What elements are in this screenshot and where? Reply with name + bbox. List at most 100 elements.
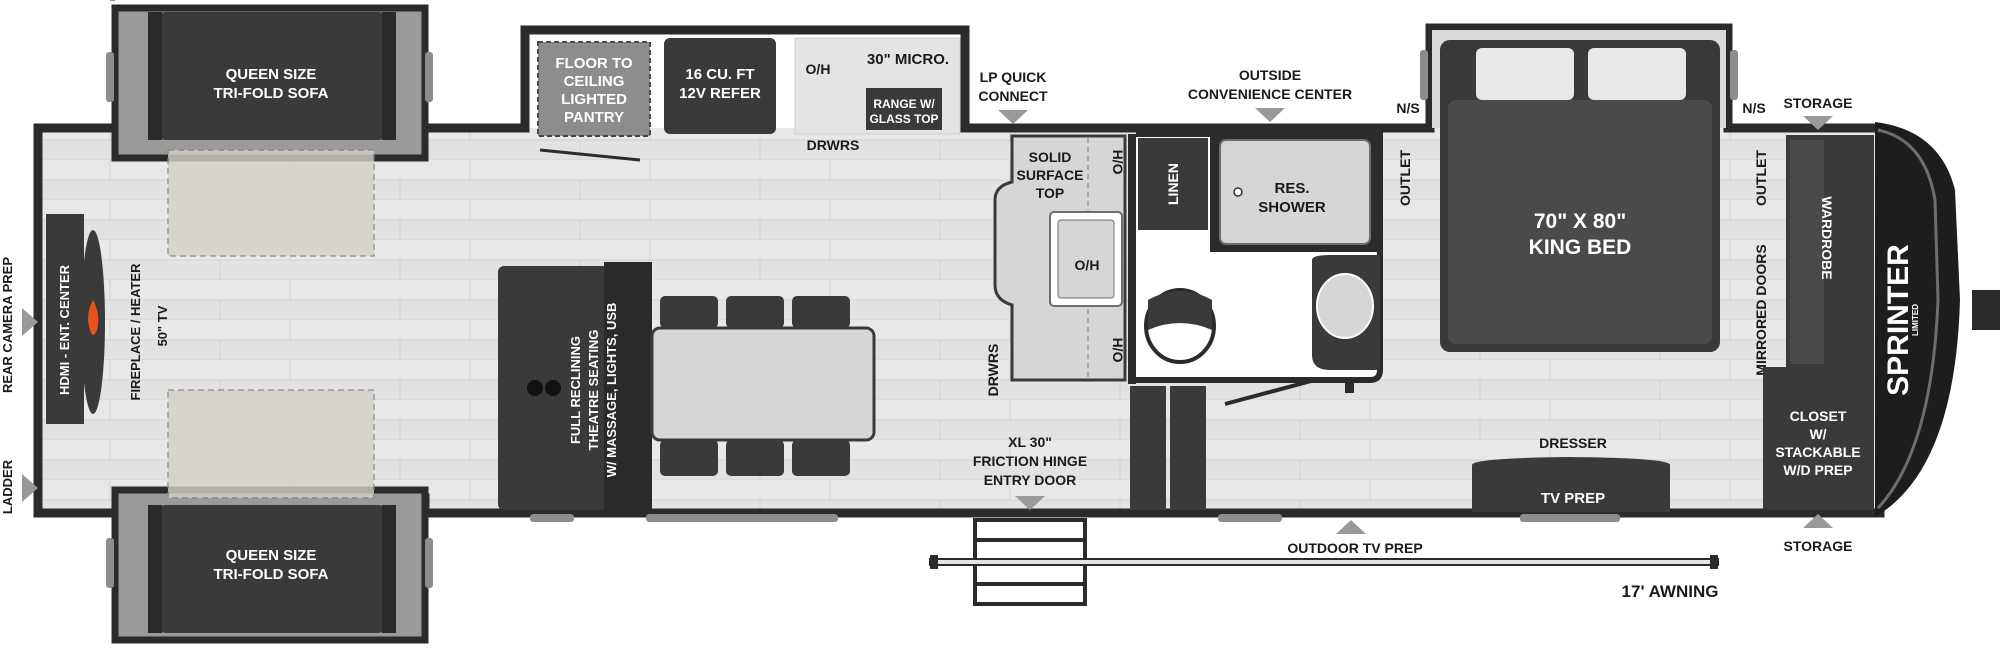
pillow-left bbox=[1476, 48, 1574, 100]
lp-quick-label-2: CONNECT bbox=[978, 88, 1048, 104]
sofa-top-bed-outline bbox=[167, 149, 375, 257]
solid-surface-label-3: TOP bbox=[1036, 185, 1065, 201]
handle-bottom-2 bbox=[646, 514, 838, 522]
ho-top-label: H/O bbox=[1110, 150, 1126, 175]
sofa-top-label-1: QUEEN SIZE bbox=[226, 66, 317, 83]
tv-50-label: 50" TV bbox=[155, 305, 170, 346]
solid-surface-label-2: SURFACE bbox=[1017, 167, 1084, 183]
linen-label: LINEN bbox=[1165, 163, 1181, 205]
awning-end-left bbox=[930, 555, 938, 569]
closet-label-4: W/D PREP bbox=[1783, 462, 1852, 478]
kitchen-sink-basin bbox=[1057, 219, 1115, 299]
logo-sub: LIMITED bbox=[1911, 304, 1920, 336]
shower-label-1: RES. bbox=[1274, 180, 1309, 197]
micro-label: 30" MICRO. bbox=[867, 51, 949, 68]
closet-label-1: CLOSET bbox=[1790, 408, 1847, 424]
pantry-label-2: CEILING bbox=[564, 73, 625, 90]
bath-door bbox=[1224, 378, 1316, 406]
outside-conv-label-1: OUTSIDE bbox=[1239, 67, 1301, 83]
chair-bottom-2 bbox=[726, 440, 784, 476]
shower bbox=[1219, 139, 1371, 245]
king-bed-label-1: 70" X 80" bbox=[1534, 210, 1626, 233]
king-bed-mattress bbox=[1448, 100, 1712, 344]
entry-door-label-1: XL 30" bbox=[1008, 434, 1052, 450]
sofa-bottom-arm-right bbox=[382, 505, 396, 633]
closet-label-3: STACKABLE bbox=[1775, 444, 1860, 460]
fireplace-label: FIREPLACE / HEATER bbox=[128, 263, 143, 401]
pass-through-wall-1 bbox=[1130, 386, 1166, 510]
ladder-label: LADDER bbox=[0, 459, 15, 514]
shower-label-2: SHOWER bbox=[1258, 199, 1326, 216]
bath-door-stop bbox=[1345, 383, 1354, 393]
front-cap bbox=[1875, 122, 1960, 517]
refer-label-2: 12V REFER bbox=[679, 85, 761, 102]
sofa-top-arm-left bbox=[148, 12, 162, 140]
dresser bbox=[1472, 457, 1670, 512]
sofa-top-label-2: TRI-FOLD SOFA bbox=[214, 85, 329, 102]
awning-end-right bbox=[1710, 555, 1718, 569]
range-label-1: RANGE W/ bbox=[873, 97, 935, 111]
ho-bottom-label: H/O bbox=[1110, 338, 1126, 363]
slide-handle-tl bbox=[106, 52, 114, 102]
sofa-bottom-bed-outline bbox=[167, 389, 375, 499]
chair-top-2 bbox=[726, 296, 784, 328]
entry-door-label-2: FRICTION HINGE bbox=[973, 453, 1087, 469]
theatre-label-1: FULL RECLINING bbox=[568, 336, 583, 444]
dining-table bbox=[650, 326, 876, 442]
dresser-label: DRESSER bbox=[1539, 435, 1607, 451]
outdoor-tv-label: OUTDOOR TV PREP bbox=[1287, 540, 1422, 556]
lp-quick-arrow bbox=[998, 110, 1028, 124]
sofa-bottom bbox=[158, 505, 386, 633]
cup-holder-1 bbox=[527, 380, 543, 396]
slide-handle-bl bbox=[106, 538, 114, 588]
chair-bottom-3 bbox=[792, 440, 850, 476]
tv-prep-label: TV PREP bbox=[1541, 490, 1605, 507]
pillow-right bbox=[1588, 48, 1686, 100]
bath-wall-left bbox=[1128, 134, 1136, 384]
sofa-bottom-label-1: QUEEN SIZE bbox=[226, 547, 317, 564]
ladder-arrow bbox=[22, 474, 38, 502]
chair-top-3 bbox=[792, 296, 850, 328]
awning-label: 17' AWNING bbox=[1622, 582, 1719, 601]
theatre-label-2: THEATRE SEATING bbox=[586, 330, 601, 451]
handle-bottom-4 bbox=[1520, 514, 1620, 522]
entry-door-label-3: ENTRY DOOR bbox=[984, 472, 1077, 488]
chair-top-1 bbox=[660, 296, 718, 328]
slide-handle-tr bbox=[425, 52, 433, 102]
mirrored-doors-label: MIRRORED DOORS bbox=[1753, 244, 1769, 375]
solid-surface-label-1: SOLID bbox=[1029, 149, 1072, 165]
slide-handle-br bbox=[425, 538, 433, 588]
bath-sink bbox=[1316, 273, 1374, 339]
entry-door-arrow bbox=[1015, 496, 1045, 510]
king-bed-label-2: KING BED bbox=[1529, 236, 1632, 259]
handle-top-1 bbox=[110, 0, 115, 1]
outside-conv-arrow bbox=[1255, 108, 1285, 122]
handle-bottom-3 bbox=[1218, 514, 1282, 522]
pantry-label-3: LIGHTED bbox=[561, 91, 627, 108]
rear-camera-arrow bbox=[22, 308, 38, 336]
refer-label-1: 16 CU. FT bbox=[685, 66, 754, 83]
handle-bottom-1 bbox=[530, 514, 574, 522]
toilet bbox=[1144, 288, 1216, 364]
storage-top-label: STORAGE bbox=[1784, 95, 1853, 111]
wardrobe-label: WARDROBE bbox=[1819, 196, 1835, 279]
oh-sink-label: O/H bbox=[1075, 257, 1100, 273]
theatre-seating-back bbox=[604, 262, 652, 512]
range bbox=[866, 88, 942, 130]
refrigerator bbox=[664, 38, 776, 134]
range-label-2: GLASS TOP bbox=[869, 112, 938, 126]
drwrs-side-label: DRWRS bbox=[985, 344, 1001, 397]
rear-camera-label: REAR CAMERA PREP bbox=[0, 257, 15, 393]
ns-right-label: N/S bbox=[1742, 100, 1765, 116]
ns-left-label: N/S bbox=[1396, 100, 1419, 116]
pantry-label-4: PANTRY bbox=[564, 109, 624, 126]
sofa-bottom-arm-left bbox=[148, 505, 162, 633]
outdoor-tv-arrow bbox=[1336, 520, 1366, 534]
slide-handle-bed-right bbox=[1730, 50, 1738, 100]
sofa-top bbox=[158, 12, 386, 140]
oh-kitchen-label: O/H bbox=[806, 61, 831, 77]
awning-bar bbox=[929, 558, 1719, 566]
sofa-bottom-label-2: TRI-FOLD SOFA bbox=[214, 566, 329, 583]
